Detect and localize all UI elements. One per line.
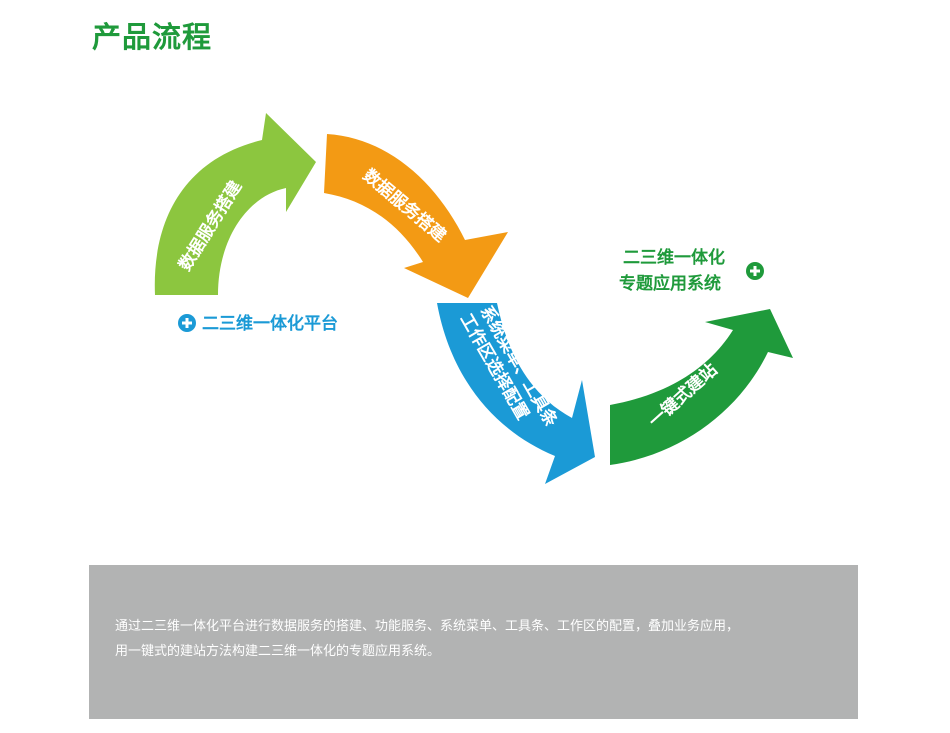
step-4-arrow: 一键式建站 bbox=[610, 309, 793, 465]
description-text: 通过二三维一体化平台进行数据服务的搭建、功能服务、系统菜单、工具条、工作区的配置… bbox=[115, 614, 845, 664]
description-panel: 通过二三维一体化平台进行数据服务的搭建、功能服务、系统菜单、工具条、工作区的配置… bbox=[89, 565, 858, 719]
step-3-arrow: 系统菜单、工具条 工作区选择配置 bbox=[437, 302, 595, 484]
end-caption-line1: 二三维一体化 bbox=[623, 247, 725, 268]
step-1-arrow-shape bbox=[154, 113, 316, 295]
step-4-arrow-shape bbox=[610, 309, 793, 465]
end-caption-line2: 专题应用系统 bbox=[619, 273, 721, 294]
step-2-arrow-shape bbox=[324, 134, 508, 298]
process-diagram: 数据服务搭建 数据服务搭建 系统菜单、工具条 工作区选择配置 一键式建站 二三维… bbox=[154, 113, 793, 484]
description-line-1: 通过二三维一体化平台进行数据服务的搭建、功能服务、系统菜单、工具条、工作区的配置… bbox=[115, 619, 740, 634]
description-line-2: 用一键式的建站方法构建二三维一体化的专题应用系统。 bbox=[115, 644, 441, 659]
step-2-arrow: 数据服务搭建 bbox=[324, 134, 508, 298]
step-3-arrow-shape bbox=[437, 303, 595, 484]
plus-circle-icon bbox=[178, 314, 196, 332]
plus-circle-icon bbox=[746, 262, 764, 280]
step-1-arrow: 数据服务搭建 bbox=[154, 113, 316, 295]
start-caption-group: 二三维一体化平台 bbox=[178, 313, 338, 334]
end-caption-group: 二三维一体化 专题应用系统 bbox=[619, 247, 764, 294]
page-title: 产品流程 bbox=[92, 20, 213, 54]
start-caption: 二三维一体化平台 bbox=[202, 313, 338, 334]
